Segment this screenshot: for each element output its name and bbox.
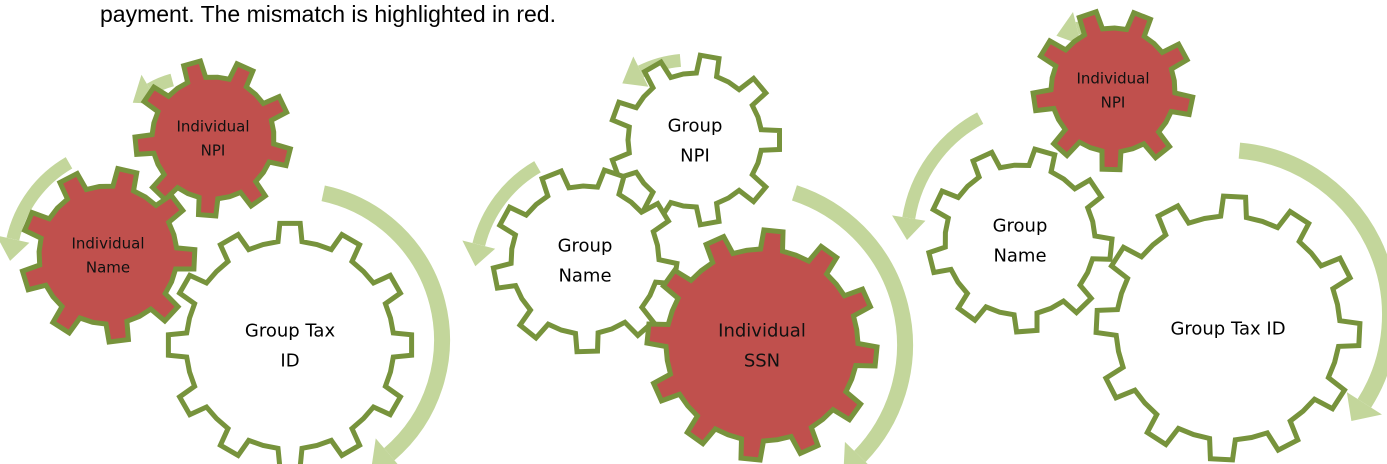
gear-label: Group Tax (245, 320, 336, 341)
gear-shape (609, 52, 782, 228)
gear-shape (1030, 8, 1196, 173)
gear-shape (644, 227, 880, 463)
gear-shape (132, 57, 294, 219)
gear-label: NPI (1101, 93, 1126, 111)
gear-label: Group Tax ID (1170, 318, 1285, 339)
gear-shape (1093, 193, 1363, 463)
cycle-arrow (462, 161, 541, 267)
caption-text: payment. The mismatch is highlighted in … (100, 1, 556, 27)
cycle-arrow-head (892, 215, 926, 240)
cycle-arrow-head (371, 438, 398, 464)
gear-label: Group (558, 235, 613, 256)
gear-label: ID (280, 350, 299, 371)
cycle-arrow (1238, 142, 1387, 422)
gear-label: Individual (1076, 69, 1149, 87)
gear-label: Group (668, 115, 723, 136)
gear-shape (925, 146, 1115, 335)
gear-label: NPI (201, 141, 226, 159)
cycle-arrow-body (1238, 142, 1387, 408)
cycle-arrow-body (472, 161, 541, 247)
gear-label: Name (86, 258, 130, 276)
gear-label: Individual (176, 117, 249, 135)
cycle-arrow-head (462, 240, 496, 267)
gear-label: Individual (71, 234, 144, 252)
gear-label: NPI (680, 145, 710, 166)
cycle-arrow (892, 112, 984, 240)
gear-shape (19, 165, 198, 345)
gear-label: Name (993, 245, 1046, 266)
cycle-arrow-body (6, 157, 73, 241)
cycle-arrow-head (1346, 392, 1382, 422)
gear-label: Individual (718, 320, 806, 341)
cycle-arrow-head (843, 441, 868, 464)
gear-label: SSN (744, 350, 780, 371)
gear-label: Name (558, 265, 611, 286)
cycle-arrow-head (622, 56, 649, 87)
cycle-arrow (321, 185, 450, 464)
cycle-arrow (0, 157, 73, 261)
cycle-arrow-body (902, 112, 984, 220)
gear-label: Group (993, 215, 1048, 236)
gear-shape (490, 166, 680, 355)
cycle-arrow-body (791, 185, 913, 462)
gear-shape (165, 220, 415, 464)
cycle-arrow (791, 185, 913, 464)
cycle-arrow-head (1056, 12, 1082, 45)
gear-group-tax-id: Group Tax ID (1093, 193, 1363, 463)
cycle-arrow-head (0, 236, 30, 261)
cycle-arrow-body (321, 185, 450, 461)
